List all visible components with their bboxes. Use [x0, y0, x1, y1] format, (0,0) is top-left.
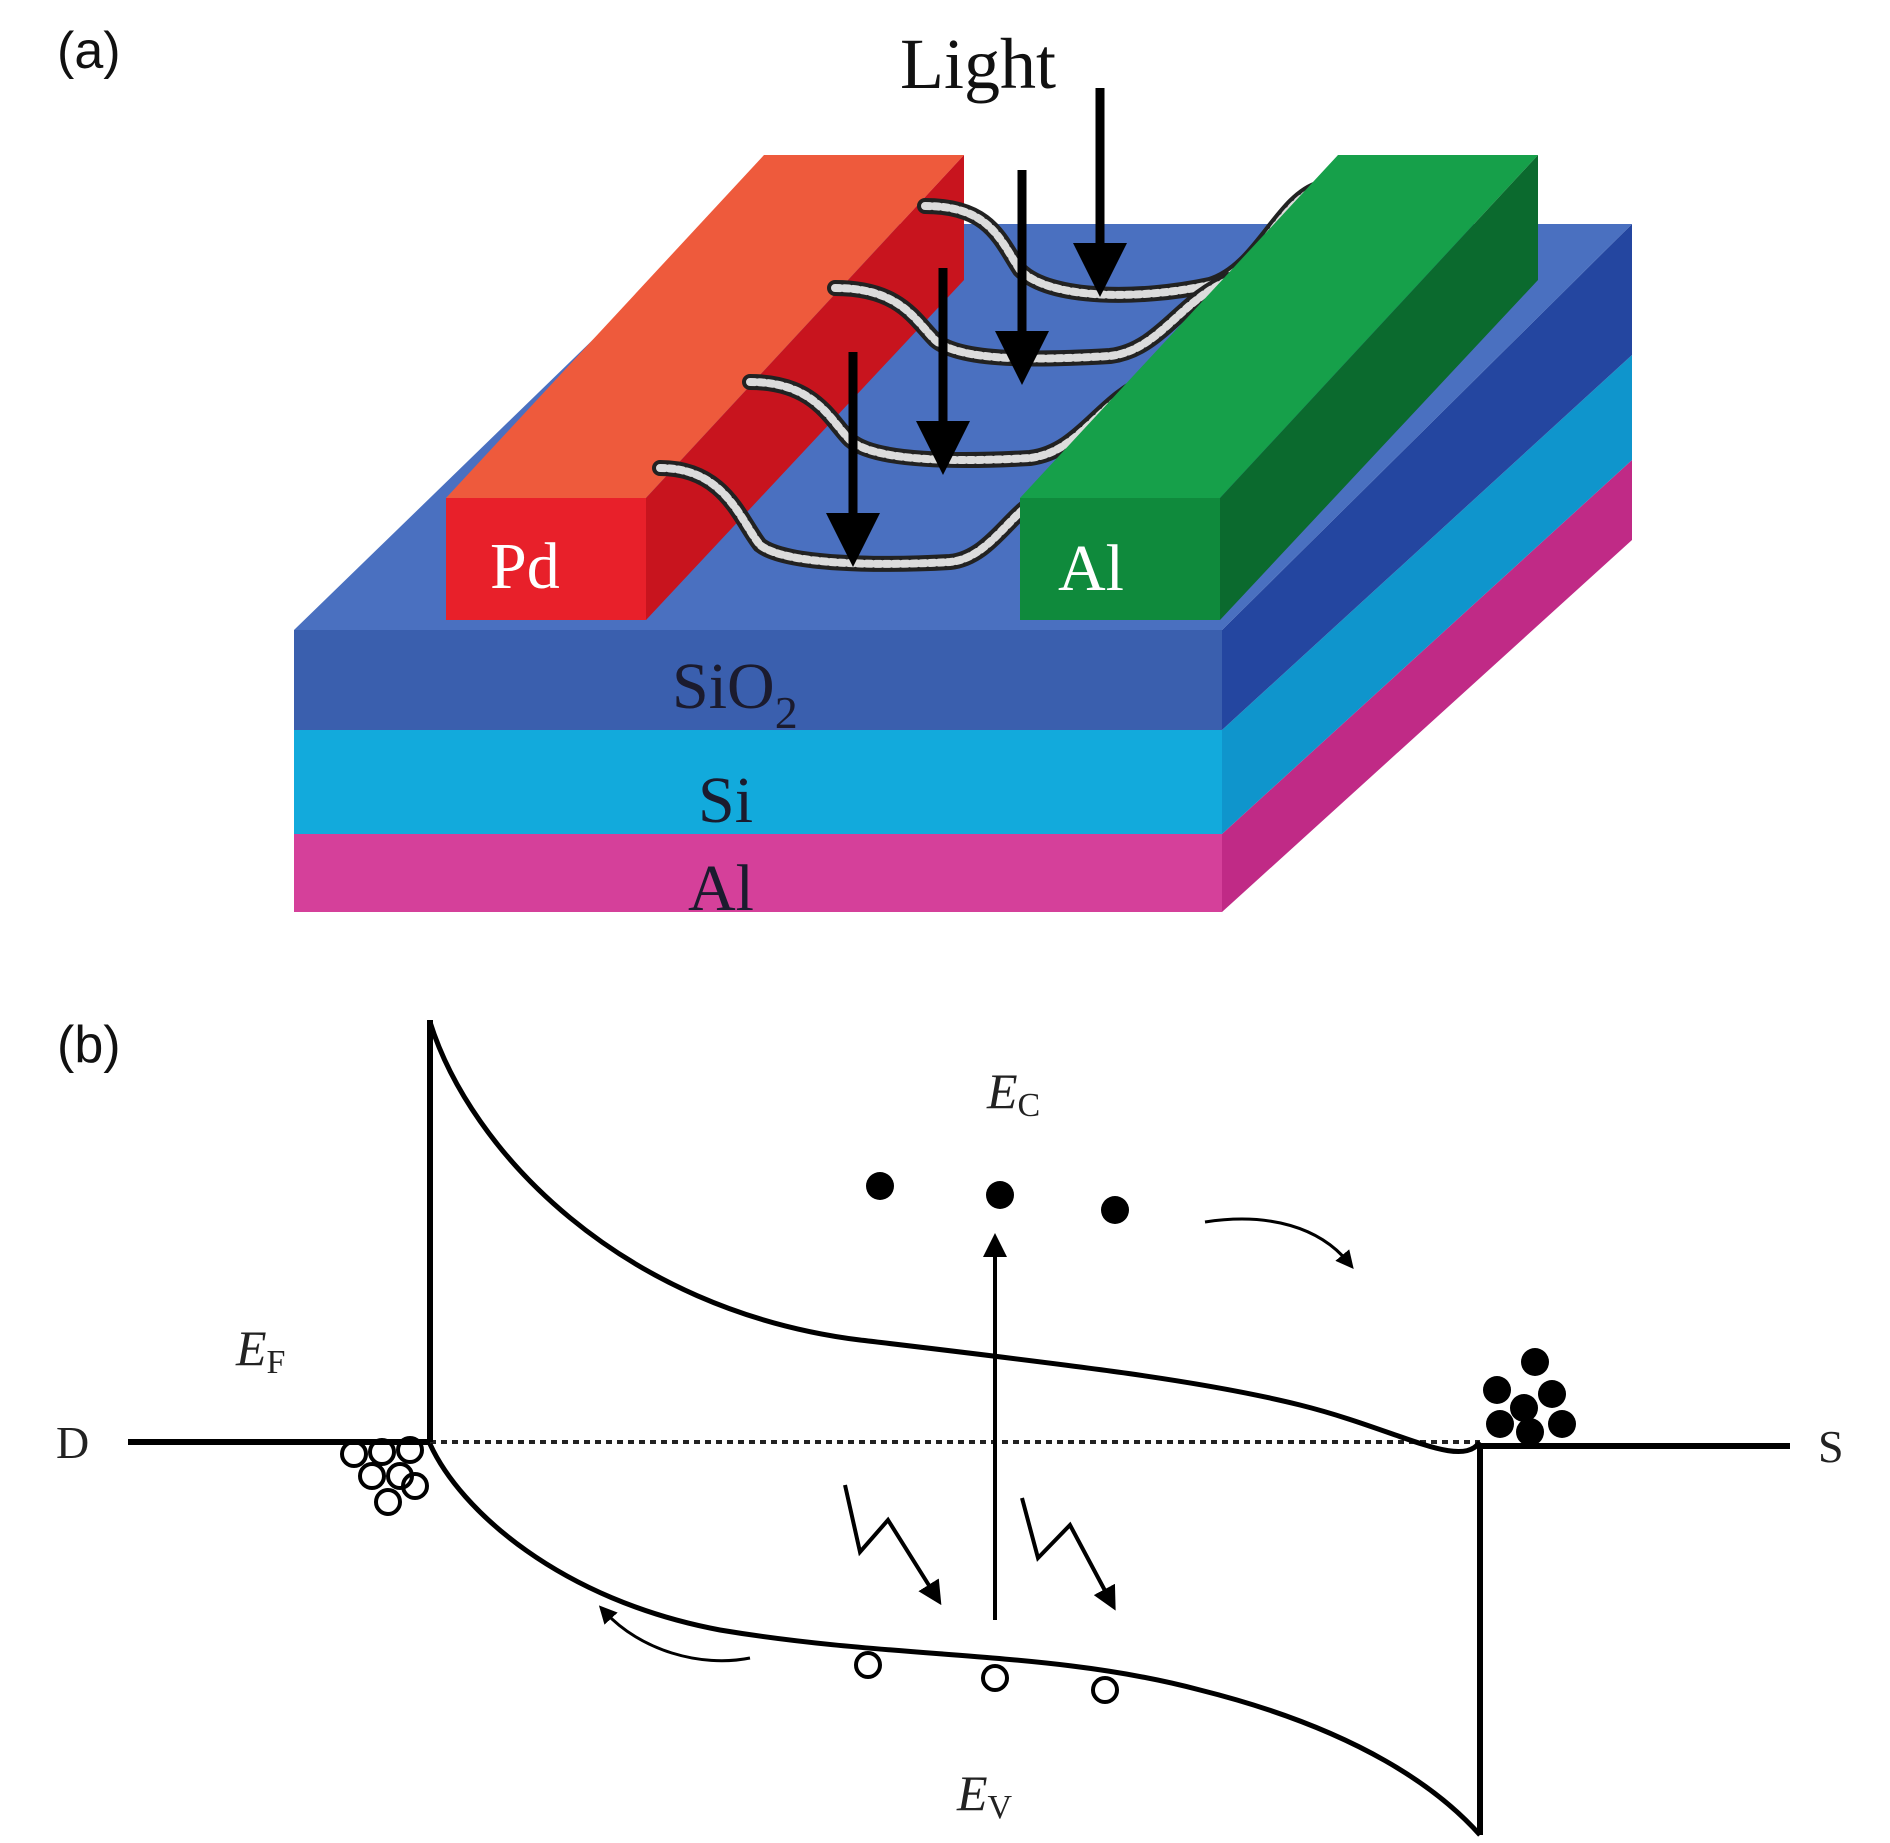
- electron-flow-arrow: [1204, 1217, 1354, 1269]
- panel-b: (b) D S EF EC EV: [56, 1016, 1844, 1837]
- photon-icon: [843, 1484, 942, 1606]
- electrons-source: [1483, 1348, 1576, 1446]
- hole: [368, 1438, 396, 1466]
- holes-drain: [340, 1436, 429, 1516]
- electron: [1516, 1418, 1544, 1446]
- pd-top-face: [446, 155, 964, 498]
- photon-icon: [1020, 1497, 1116, 1611]
- panel-b-label: (b): [57, 1016, 121, 1074]
- fermi-level-label: EF: [235, 1320, 285, 1381]
- conduction-band: [427, 1021, 1483, 1454]
- al-back-front-face: [294, 834, 1222, 912]
- hole: [1091, 1676, 1119, 1704]
- electron: [1521, 1348, 1549, 1376]
- hole: [401, 1472, 429, 1500]
- hole: [396, 1436, 424, 1464]
- electron: [986, 1181, 1014, 1209]
- electron: [1510, 1394, 1538, 1422]
- hole: [358, 1462, 386, 1490]
- al-contact: Al: [1020, 155, 1538, 620]
- electron: [1101, 1196, 1129, 1224]
- electron: [1486, 1410, 1514, 1438]
- hole: [981, 1664, 1009, 1692]
- light-label: Light: [900, 24, 1056, 104]
- valence-band: [427, 1442, 1482, 1837]
- electron: [1548, 1410, 1576, 1438]
- al-top-face: [1020, 155, 1538, 498]
- hole: [340, 1440, 368, 1468]
- sio2-label: SiO2: [672, 650, 798, 738]
- sio2-front-face: [294, 630, 1222, 730]
- electrons-conduction: [866, 1172, 1129, 1224]
- electron: [866, 1172, 894, 1200]
- pd-label: Pd: [490, 530, 560, 603]
- holes-valence: [854, 1651, 1119, 1704]
- light-arrows: [826, 88, 1127, 567]
- al-back-side-face: [1222, 460, 1632, 912]
- si-front-face: [294, 730, 1222, 834]
- hole: [374, 1488, 402, 1516]
- conduction-band-label: EC: [986, 1063, 1040, 1124]
- sio2-side-face: [1222, 224, 1632, 730]
- electron: [1538, 1380, 1566, 1408]
- si-label: Si: [698, 764, 753, 837]
- drain-label: D: [56, 1417, 89, 1468]
- panel-a-label: (a): [57, 22, 121, 80]
- si-side-face: [1222, 355, 1632, 834]
- source-label: S: [1818, 1421, 1844, 1472]
- al-front-face: [1020, 498, 1220, 620]
- electron: [1483, 1376, 1511, 1404]
- al-contact-label: Al: [1058, 532, 1124, 605]
- panel-a: (a) Pd: [57, 22, 1632, 925]
- valence-band-label: EV: [956, 1765, 1013, 1826]
- pd-front-face: [446, 498, 646, 620]
- al-side-face: [1220, 155, 1538, 620]
- al-back-label: Al: [688, 852, 754, 925]
- photon-zigzags: [843, 1484, 1116, 1611]
- hole: [854, 1651, 882, 1679]
- hole-flow-arrow: [598, 1605, 751, 1663]
